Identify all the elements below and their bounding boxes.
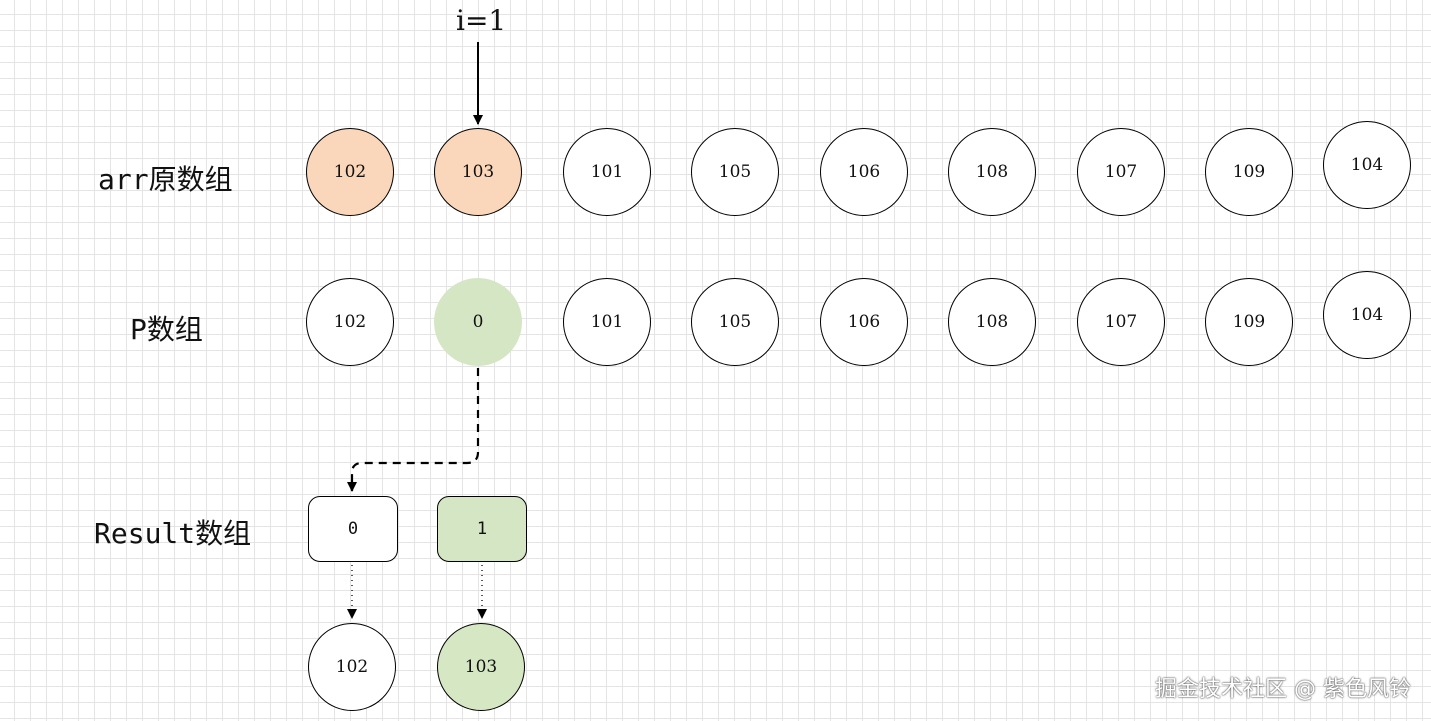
p-node: 102 — [306, 278, 394, 366]
pointer-label: i=1 — [456, 4, 507, 37]
p-node: 107 — [1077, 278, 1165, 366]
watermark: 掘金技术社区 @ 紫色风铃 — [1155, 677, 1411, 702]
arr-node: 105 — [691, 128, 779, 216]
result-node: 102 — [308, 623, 396, 711]
p-to-result-dashed-arrow — [347, 368, 480, 492]
arr-row-label: arr原数组 — [98, 163, 233, 196]
result-box: 1 — [437, 496, 527, 562]
result-row-label: Result数组 — [94, 517, 252, 550]
arr-node: 106 — [820, 128, 908, 216]
p-node: 105 — [691, 278, 779, 366]
p-node: 108 — [948, 278, 1036, 366]
p-node: 104 — [1323, 271, 1411, 359]
arr-node: 102 — [306, 128, 394, 216]
p-node: 109 — [1205, 278, 1293, 366]
p-node: 0 — [434, 278, 522, 366]
arr-node: 104 — [1323, 121, 1411, 209]
result-box: 0 — [308, 496, 398, 562]
arr-node: 103 — [434, 128, 522, 216]
p-row-label: P数组 — [130, 313, 203, 346]
arr-node: 101 — [563, 128, 651, 216]
arr-node: 108 — [948, 128, 1036, 216]
p-node: 106 — [820, 278, 908, 366]
p-node: 101 — [563, 278, 651, 366]
result-node: 103 — [437, 623, 525, 711]
arr-node: 109 — [1205, 128, 1293, 216]
arr-node: 107 — [1077, 128, 1165, 216]
